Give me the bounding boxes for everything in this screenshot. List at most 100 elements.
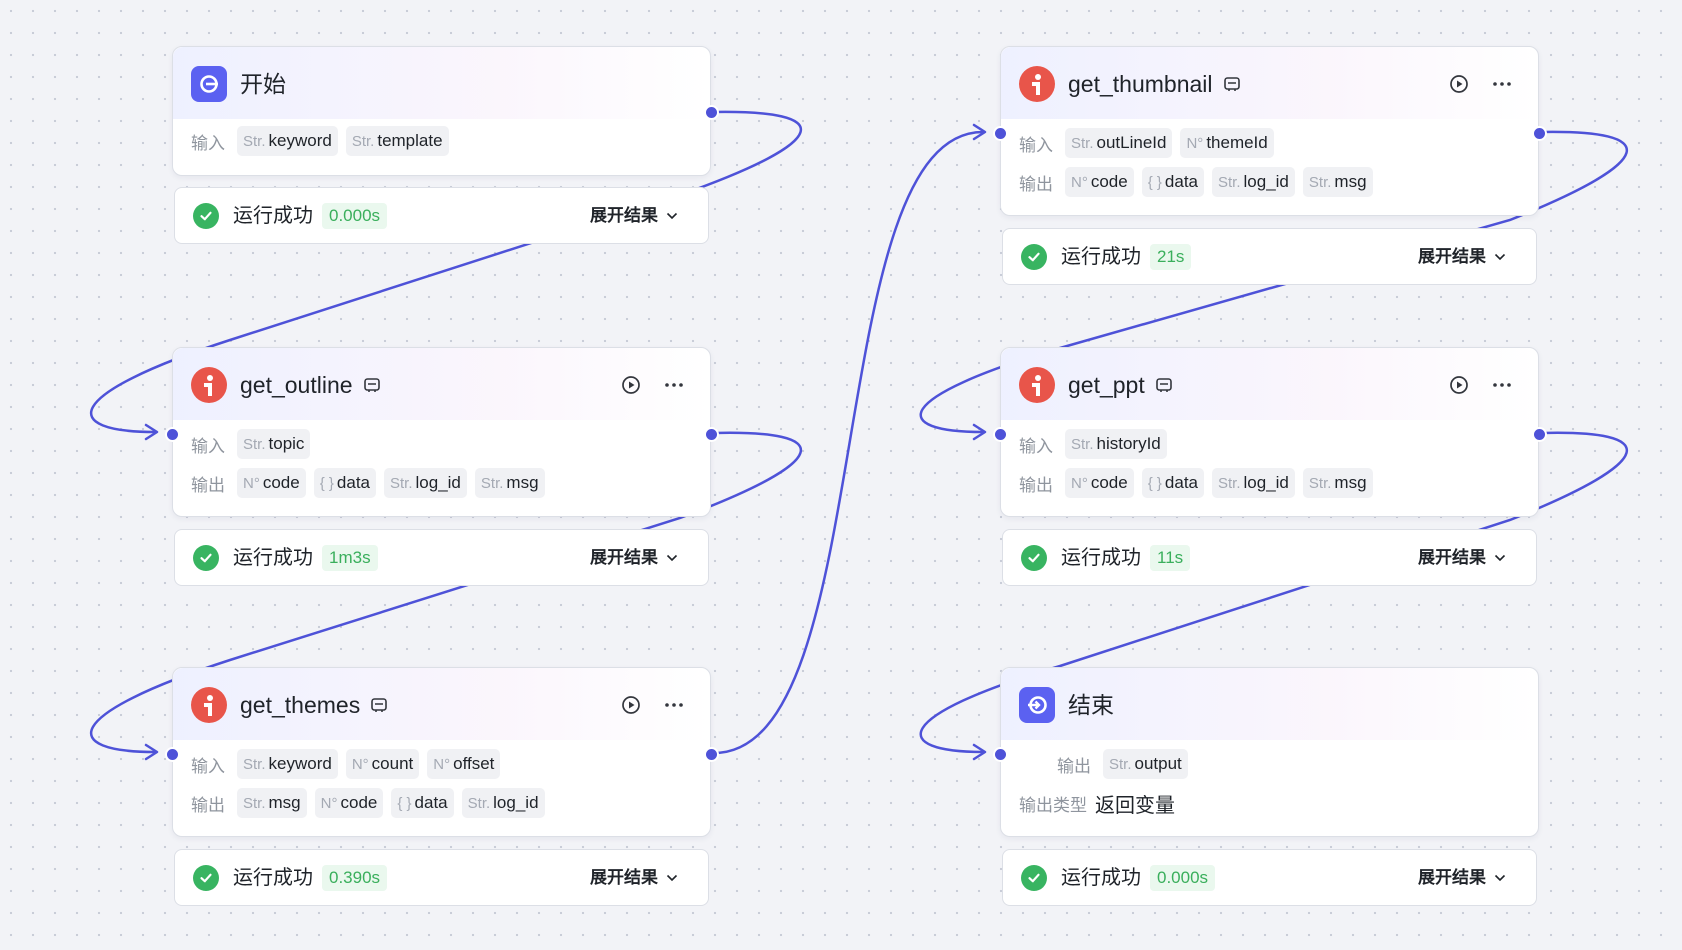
arrowhead — [144, 423, 159, 441]
param-tag: Str.keyword — [237, 749, 338, 779]
expand-results-button[interactable]: 展开结果 — [1418, 243, 1506, 271]
input-port[interactable] — [993, 126, 1008, 141]
chevron-down-icon — [1494, 554, 1506, 562]
status-bar-get-thumbnail: 运行成功 21s 展开结果 — [1002, 228, 1537, 285]
param-tag: Str.topic — [237, 429, 311, 459]
plugin-tag-icon — [363, 376, 381, 394]
end-flow-icon — [1019, 687, 1055, 723]
param-tag: Str.keyword — [237, 126, 338, 156]
more-options-icon[interactable] — [660, 371, 688, 399]
arrowhead — [972, 423, 987, 441]
output-row: 输出 N°code { }data Str.log_id Str.msg — [1019, 468, 1373, 498]
node-get-outline[interactable]: get_outline 输入 Str.topic 输出 N°code { }da… — [165, 347, 719, 517]
status-text: 运行成功 — [1061, 547, 1141, 569]
input-row: 输入 Str.outLineId N°themeId — [1019, 128, 1274, 158]
node-start[interactable]: 开始 输入 Str.keyword Str.template — [172, 46, 719, 176]
plugin-icon — [1019, 367, 1055, 403]
run-time-badge: 11s — [1150, 545, 1191, 571]
output-row: 输出 N°code { }data Str.log_id Str.msg — [1019, 167, 1373, 197]
param-tag: N°code — [1065, 167, 1134, 197]
run-time-badge: 1m3s — [322, 545, 378, 571]
run-node-button[interactable] — [1445, 371, 1473, 399]
input-row: 输入 Str.topic — [191, 429, 311, 459]
node-title: get_thumbnail — [1068, 66, 1241, 102]
output-row: 输出 N°code { }data Str.log_id Str.msg — [191, 468, 545, 498]
node-title: get_ppt — [1068, 367, 1173, 403]
param-tag: Str.log_id — [1212, 468, 1295, 498]
run-node-button[interactable] — [1445, 70, 1473, 98]
arrowhead — [972, 743, 987, 761]
param-tag: Str.msg — [1302, 468, 1373, 498]
status-bar-end: 运行成功 0.000s 展开结果 — [1002, 849, 1537, 906]
output-port[interactable] — [704, 427, 719, 442]
node-end[interactable]: 结束 输出 Str.output 输出类型 返回变量 — [993, 667, 1539, 837]
param-tag: N°offset — [427, 749, 501, 779]
input-row: 输入 Str.historyId — [1019, 429, 1167, 459]
status-text: 运行成功 — [233, 547, 313, 569]
param-tag: Str.template — [345, 126, 449, 156]
output-port[interactable] — [704, 105, 719, 120]
node-title: get_outline — [240, 367, 381, 403]
run-node-button[interactable] — [617, 691, 645, 719]
expand-results-button[interactable]: 展开结果 — [1418, 864, 1506, 892]
input-port[interactable] — [993, 747, 1008, 762]
plugin-tag-icon — [1155, 376, 1173, 394]
start-flow-icon — [191, 66, 227, 102]
status-bar-get-ppt: 运行成功 11s 展开结果 — [1002, 529, 1537, 586]
status-text: 运行成功 — [233, 867, 313, 889]
output-row: 输出 Str.output — [1057, 749, 1188, 779]
input-label: 输入 — [1019, 135, 1053, 155]
status-text: 运行成功 — [233, 205, 313, 227]
output-port[interactable] — [704, 747, 719, 762]
input-label: 输入 — [191, 133, 225, 153]
run-time-badge: 0.000s — [322, 203, 388, 229]
expand-results-button[interactable]: 展开结果 — [1418, 544, 1506, 572]
expand-results-button[interactable]: 展开结果 — [590, 544, 678, 572]
chevron-down-icon — [666, 874, 678, 882]
run-time-badge: 0.390s — [322, 865, 388, 891]
output-type-value: 返回变量 — [1095, 794, 1175, 817]
more-options-icon[interactable] — [1488, 70, 1516, 98]
expand-results-button[interactable]: 展开结果 — [590, 202, 678, 230]
node-title: 开始 — [240, 71, 286, 97]
success-check-icon — [1021, 545, 1047, 571]
param-tag: N°code — [237, 468, 306, 498]
success-check-icon — [1021, 244, 1047, 270]
chevron-down-icon — [1494, 874, 1506, 882]
success-check-icon — [193, 865, 219, 891]
run-node-button[interactable] — [617, 371, 645, 399]
input-port[interactable] — [993, 427, 1008, 442]
param-tag: Str.msg — [474, 468, 545, 498]
expand-results-button[interactable]: 展开结果 — [590, 864, 678, 892]
node-title: get_themes — [240, 687, 388, 723]
param-tag: Str.log_id — [461, 788, 545, 818]
success-check-icon — [193, 545, 219, 571]
output-port[interactable] — [1532, 427, 1547, 442]
param-tag: { }data — [313, 468, 376, 498]
param-tag: Str.historyId — [1065, 429, 1167, 459]
plugin-tag-icon — [370, 696, 388, 714]
more-options-icon[interactable] — [1488, 371, 1516, 399]
input-port[interactable] — [165, 427, 180, 442]
output-label: 输出 — [1057, 756, 1091, 776]
param-tag: N°code — [1065, 468, 1134, 498]
param-tag: Str.msg — [237, 788, 307, 818]
run-time-badge: 21s — [1150, 244, 1192, 270]
output-port[interactable] — [1532, 126, 1547, 141]
input-label: 输入 — [191, 756, 225, 776]
chevron-down-icon — [1494, 253, 1506, 261]
param-tag: Str.log_id — [384, 468, 467, 498]
more-options-icon[interactable] — [660, 691, 688, 719]
node-get-ppt[interactable]: get_ppt 输入 Str.historyId 输出 N°code { }da… — [993, 347, 1547, 517]
status-bar-get-outline: 运行成功 1m3s 展开结果 — [174, 529, 709, 586]
node-get-thumbnail[interactable]: get_thumbnail 输入 Str.outLineId N°themeId… — [993, 46, 1547, 216]
param-tag: Str.log_id — [1212, 167, 1295, 197]
output-type-row: 输出类型 返回变量 — [1019, 788, 1175, 818]
node-title: 结束 — [1068, 692, 1114, 718]
input-port[interactable] — [165, 747, 180, 762]
param-tag: N°code — [314, 788, 384, 818]
node-get-themes[interactable]: get_themes 输入 Str.keyword N°count N°offs… — [165, 667, 719, 837]
input-label: 输入 — [191, 436, 225, 456]
input-label: 输入 — [1019, 436, 1053, 456]
input-row: 输入 Str.keyword N°count N°offset — [191, 749, 501, 779]
